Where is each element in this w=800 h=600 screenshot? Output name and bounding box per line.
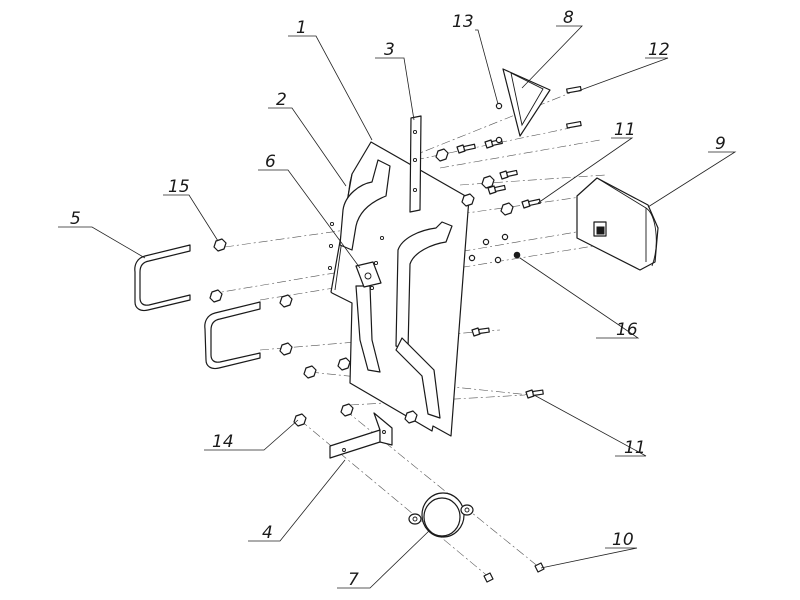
callout-3: 3 — [384, 40, 395, 60]
angle-bracket-part-4 — [329, 412, 393, 459]
leader-lines — [58, 25, 737, 589]
callout-4: 4 — [262, 523, 273, 543]
callout-11-upper: 11 — [614, 120, 636, 140]
flat-strap-part-3 — [409, 115, 422, 213]
bolt — [471, 327, 490, 337]
bolt — [499, 169, 518, 180]
clamp-block-part-6 — [355, 261, 382, 288]
callout-14: 14 — [212, 432, 234, 452]
bolt-part-11-lower — [525, 389, 544, 399]
callout-labels: 1 2 3 4 5 6 7 8 9 10 11 11 12 13 14 15 1… — [70, 8, 726, 590]
callout-6: 6 — [265, 152, 276, 172]
triangular-reflector-part-8 — [502, 68, 551, 137]
spring-washer-part-16 — [513, 251, 521, 259]
round-lamp-part-7 — [408, 492, 474, 538]
hex-nuts — [209, 148, 514, 427]
callout-16: 16 — [616, 320, 638, 340]
screw-part-10 — [483, 562, 545, 583]
bolt — [456, 143, 476, 154]
washers — [468, 102, 521, 264]
callout-8: 8 — [563, 8, 574, 28]
bolt-part-11-upper — [521, 198, 541, 209]
callout-10: 10 — [612, 530, 634, 550]
rear-lamp-part-9 — [576, 177, 659, 271]
callout-13: 13 — [452, 12, 474, 32]
callout-15: 15 — [168, 177, 190, 197]
callout-1: 1 — [296, 18, 307, 38]
u-bolt-part-5 — [134, 244, 261, 370]
callout-5: 5 — [70, 209, 81, 229]
hex-nut-part-15 — [213, 238, 227, 252]
bolt — [487, 184, 506, 195]
callout-2: 2 — [276, 90, 287, 110]
callout-11-lower: 11 — [624, 438, 646, 458]
bolt-part-12 — [566, 85, 582, 129]
callout-7: 7 — [348, 570, 359, 590]
washer-part-13 — [495, 102, 503, 110]
channel-bracket-part-2 — [339, 159, 453, 419]
callout-12: 12 — [648, 40, 670, 60]
hex-nut-part-14 — [293, 413, 307, 427]
callout-9: 9 — [715, 134, 726, 154]
bolts — [456, 85, 582, 583]
